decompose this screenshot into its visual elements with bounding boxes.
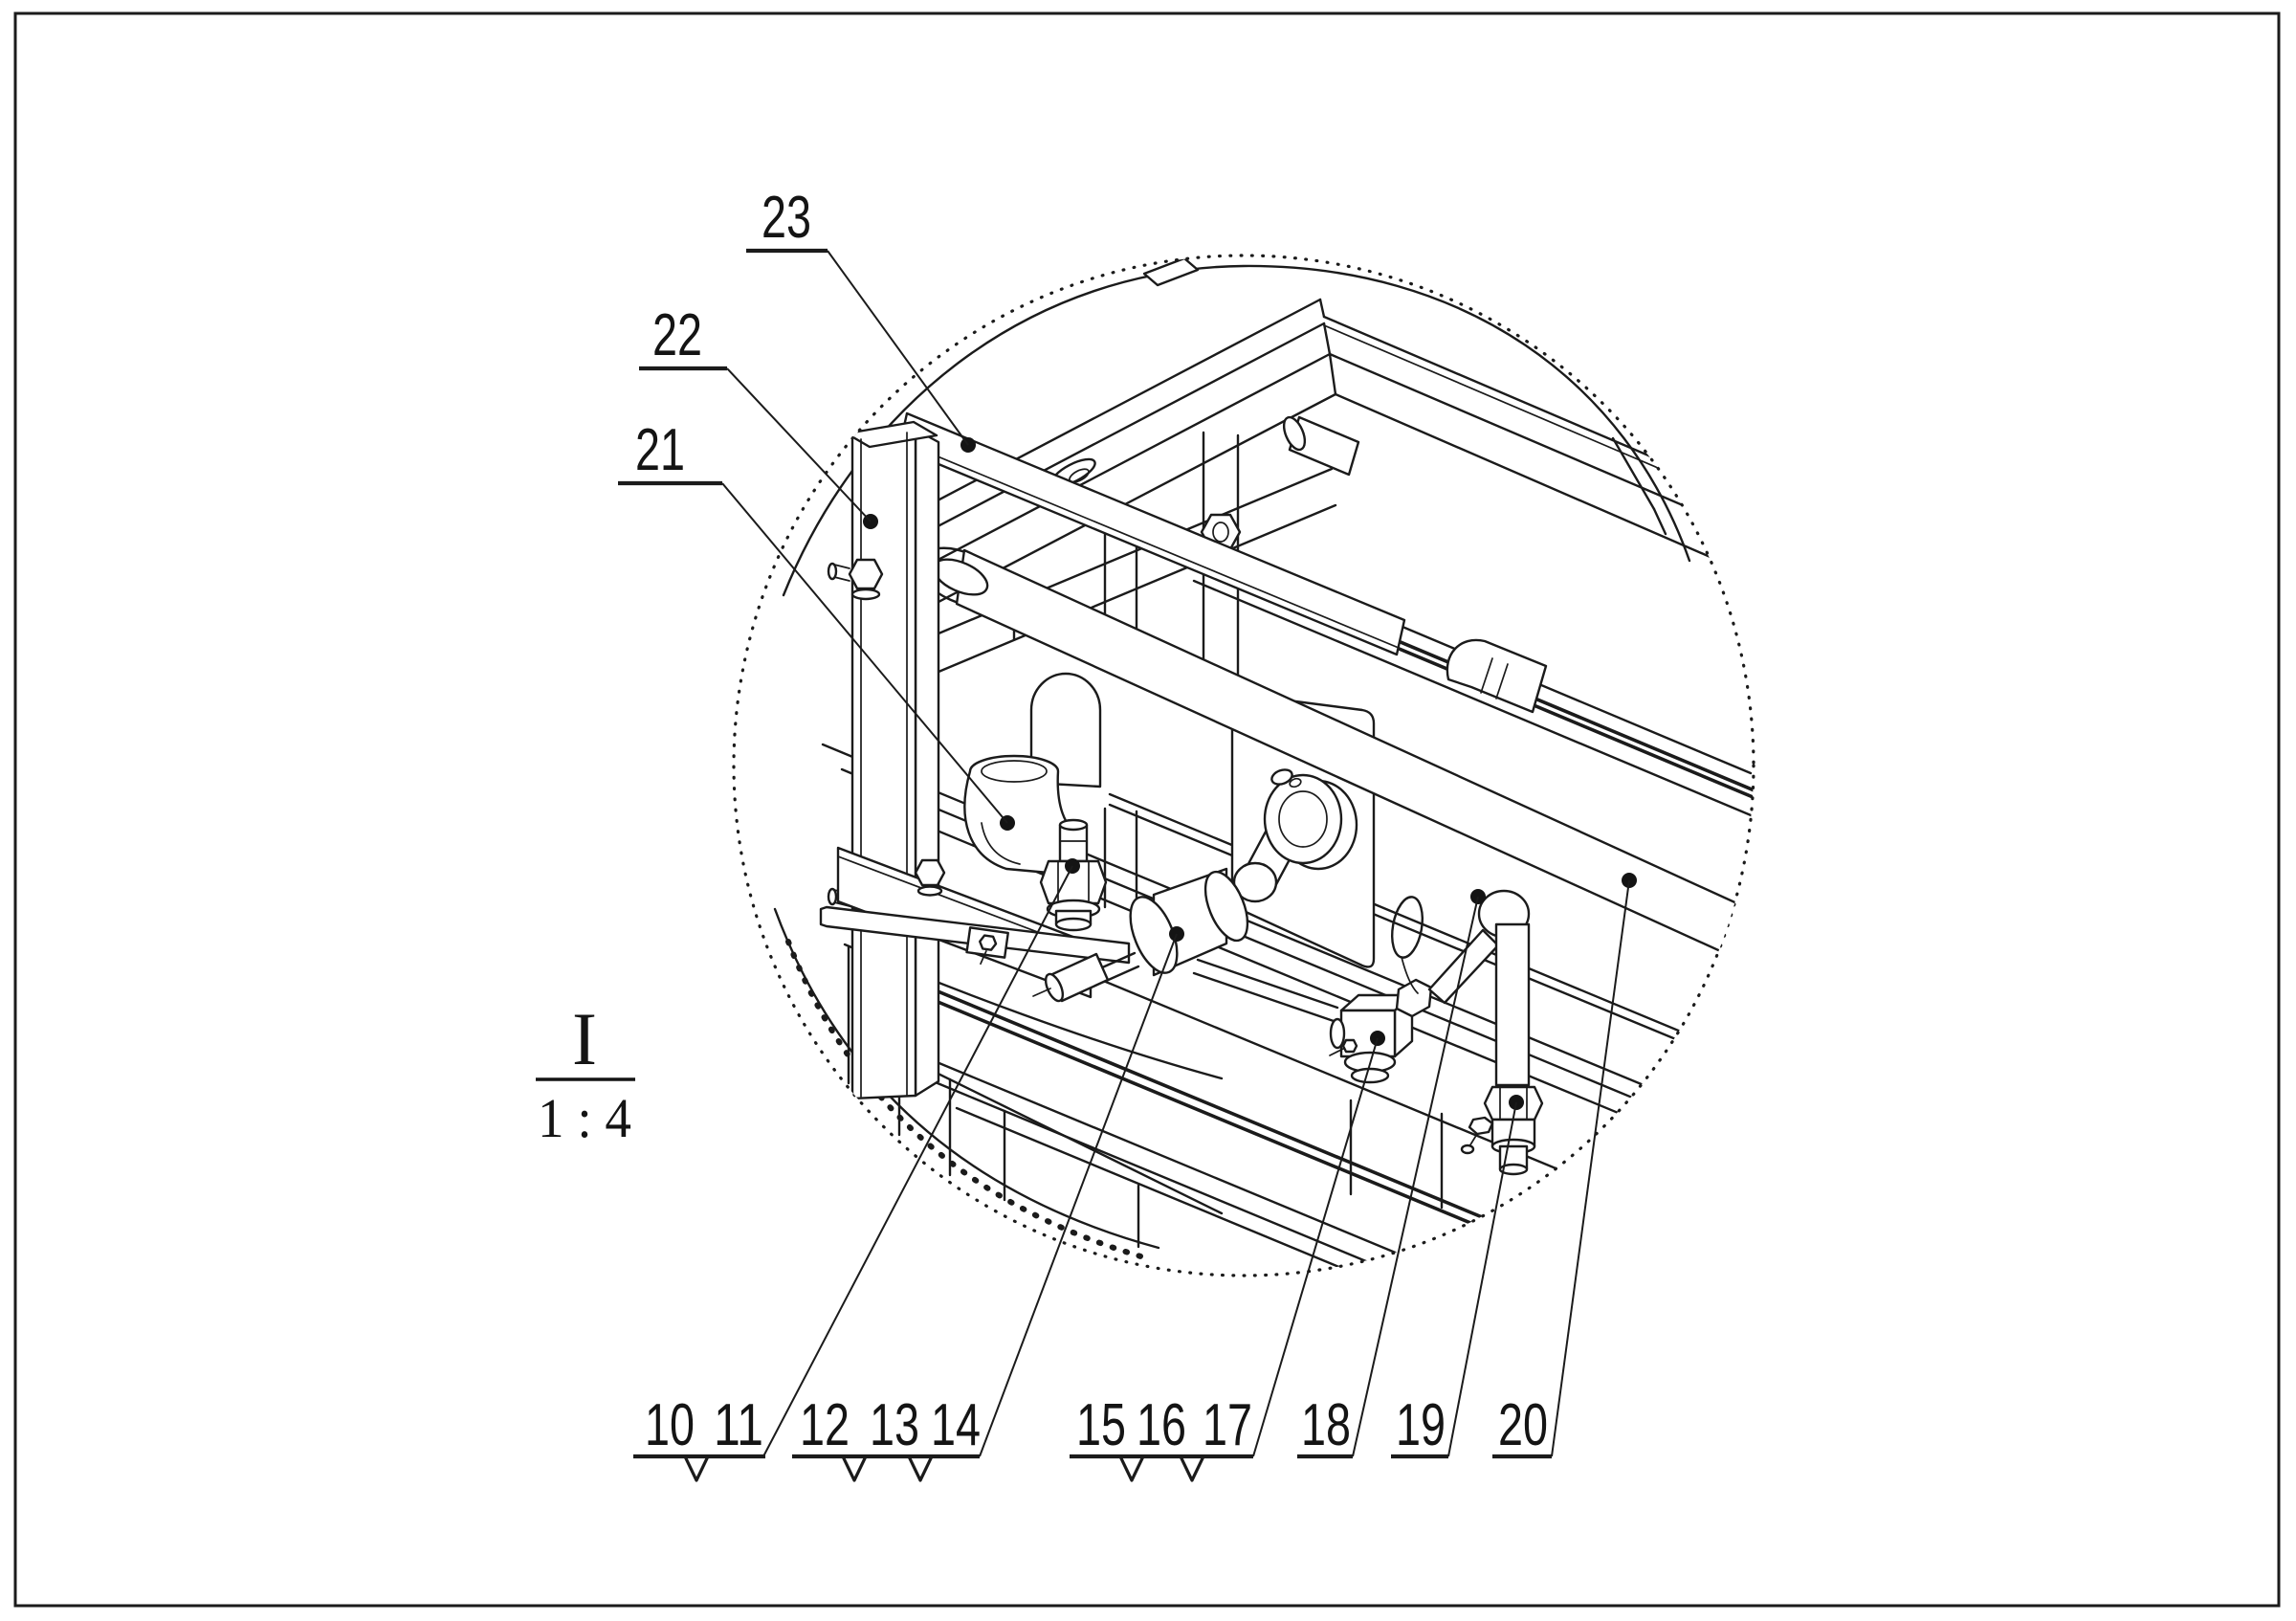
callout-brace-10-11	[683, 1455, 710, 1482]
leader-line-20	[1551, 879, 1630, 1457]
callout-label-18: 18	[1301, 1392, 1351, 1458]
callout-label-19: 19	[1396, 1392, 1446, 1458]
rail-cylinder-stub	[1282, 415, 1360, 477]
view-scale-marker: I 1 : 4	[536, 997, 635, 1149]
pipe-union-assembly	[1129, 768, 1358, 977]
frame-assembly-drawing	[773, 256, 1754, 1276]
compression-fitting-bottom	[1460, 1085, 1544, 1176]
leader-line-12-13-14	[979, 933, 1178, 1457]
fuel-line	[1192, 889, 1544, 1176]
callout-label-13: 13	[870, 1392, 919, 1458]
mounting-bracket	[819, 846, 1131, 999]
detail-boundary-circle	[732, 254, 1755, 1277]
capillary-loop	[1391, 896, 1424, 994]
rail-saddle-slot	[1446, 638, 1548, 714]
cut-rail-stub	[1142, 256, 1200, 287]
pipe-clamp-block	[965, 926, 1009, 966]
callout-label-14: 14	[931, 1392, 981, 1458]
panel-arch-slot	[1029, 672, 1102, 788]
callout-underlines	[618, 248, 1552, 1482]
page-border	[13, 11, 2281, 1608]
callout-label-16: 16	[1137, 1392, 1186, 1458]
post-bolt-upper	[827, 558, 884, 601]
leader-line-22	[726, 367, 872, 522]
callout-label-12: 12	[800, 1392, 850, 1458]
view-scale-text: 1 : 4	[538, 1087, 631, 1149]
leader-lines	[721, 250, 1630, 1457]
callout-brace-15-16	[1118, 1455, 1145, 1482]
callout-label-21: 21	[635, 417, 685, 483]
stem-valve-fitting	[1039, 818, 1108, 932]
pipe-flange-disc	[1263, 773, 1343, 865]
callout-label-17: 17	[1203, 1392, 1252, 1458]
leader-line-23	[827, 250, 969, 446]
callout-label-10: 10	[645, 1392, 695, 1458]
callout-label-23: 23	[762, 185, 811, 251]
leader-line-15-16-17	[1252, 1037, 1379, 1457]
leader-line-21	[721, 482, 1008, 824]
callout-labels: 23 22 21 10 11 12 13 14 15 16 17 18 19 2…	[635, 185, 1548, 1458]
callout-brace-12-13	[841, 1455, 868, 1482]
callout-label-20: 20	[1498, 1392, 1548, 1458]
leader-line-19	[1447, 1101, 1517, 1457]
leader-line-18	[1352, 896, 1479, 1457]
top-right-rails	[1318, 298, 1754, 586]
view-label: I	[572, 997, 597, 1080]
callout-label-22: 22	[652, 302, 702, 368]
vertical-post	[827, 420, 940, 1100]
pipe-elbow	[963, 754, 1083, 877]
leader-line-10-11	[762, 865, 1073, 1457]
drum-edge-hatch	[773, 907, 1160, 1260]
vertical-pipe	[1494, 922, 1531, 1087]
callout-label-15: 15	[1076, 1392, 1126, 1458]
burner-lance	[1032, 951, 1140, 1003]
callout-brace-16-17	[1179, 1455, 1205, 1482]
drain-cock	[1468, 1116, 1494, 1136]
callout-brace-13-14	[907, 1455, 934, 1482]
callout-label-11: 11	[714, 1392, 763, 1458]
